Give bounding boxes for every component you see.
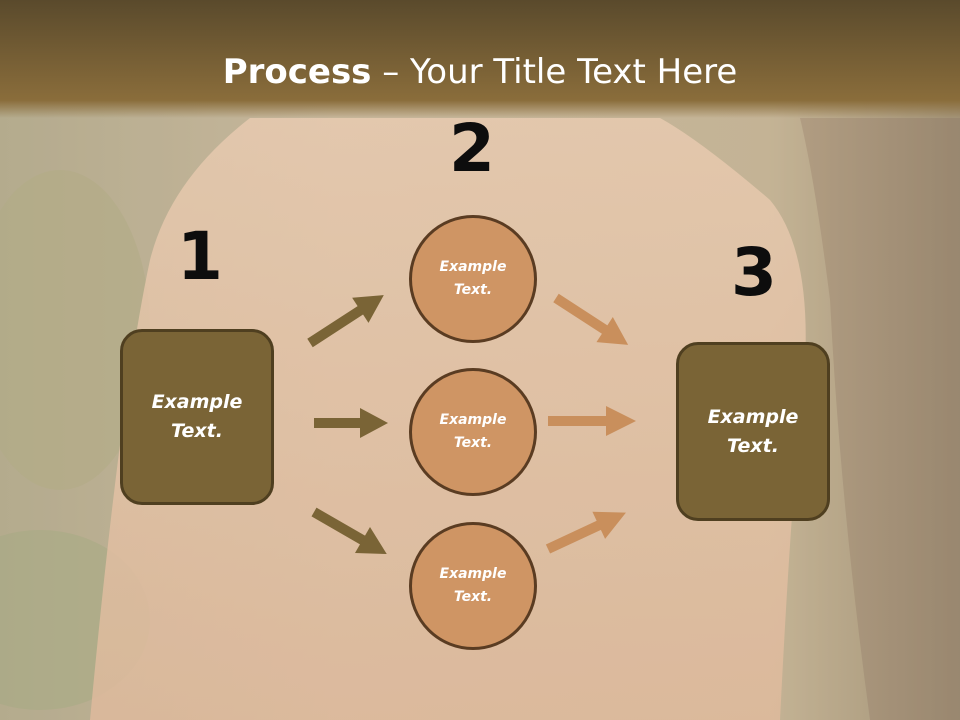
- arrow-1-to-2c: [311, 507, 387, 554]
- title-rest: – Your Title Text Here: [371, 52, 738, 92]
- step-number-1: 1: [177, 218, 223, 295]
- arrow-2c-to-3: [545, 511, 626, 554]
- step-3-text-line-2: Text.: [727, 434, 779, 457]
- step-1-box[interactable]: Example Text.: [120, 329, 274, 505]
- node-bottom-text-line-2: Text.: [453, 589, 493, 605]
- step-2-node-middle[interactable]: Example Text.: [409, 368, 537, 496]
- node-middle-text-line-2: Text.: [453, 435, 493, 451]
- slide-title: Process – Your Title Text Here: [0, 52, 960, 92]
- arrow-2b-to-3: [548, 406, 636, 436]
- step-number-3: 3: [731, 234, 777, 311]
- arrow-1-to-2a: [307, 295, 384, 348]
- step-1-text-line-2: Text.: [171, 420, 223, 442]
- step-3-text-line-1: Example: [707, 405, 799, 428]
- step-3-box[interactable]: Example Text.: [676, 342, 830, 521]
- step-1-text-line-1: Example: [151, 391, 243, 413]
- arrow-2a-to-3: [553, 293, 629, 345]
- title-bold: Process: [222, 52, 372, 92]
- step-number-2: 2: [449, 110, 495, 187]
- node-middle-text-line-1: Example: [439, 412, 507, 428]
- title-bar: [0, 0, 960, 118]
- node-top-text-line-2: Text.: [453, 282, 493, 298]
- step-2-node-top[interactable]: Example Text.: [409, 215, 537, 343]
- node-bottom-text-line-1: Example: [439, 566, 507, 582]
- arrow-1-to-2b: [314, 408, 388, 438]
- step-2-node-bottom[interactable]: Example Text.: [409, 522, 537, 650]
- node-top-text-line-1: Example: [439, 259, 507, 275]
